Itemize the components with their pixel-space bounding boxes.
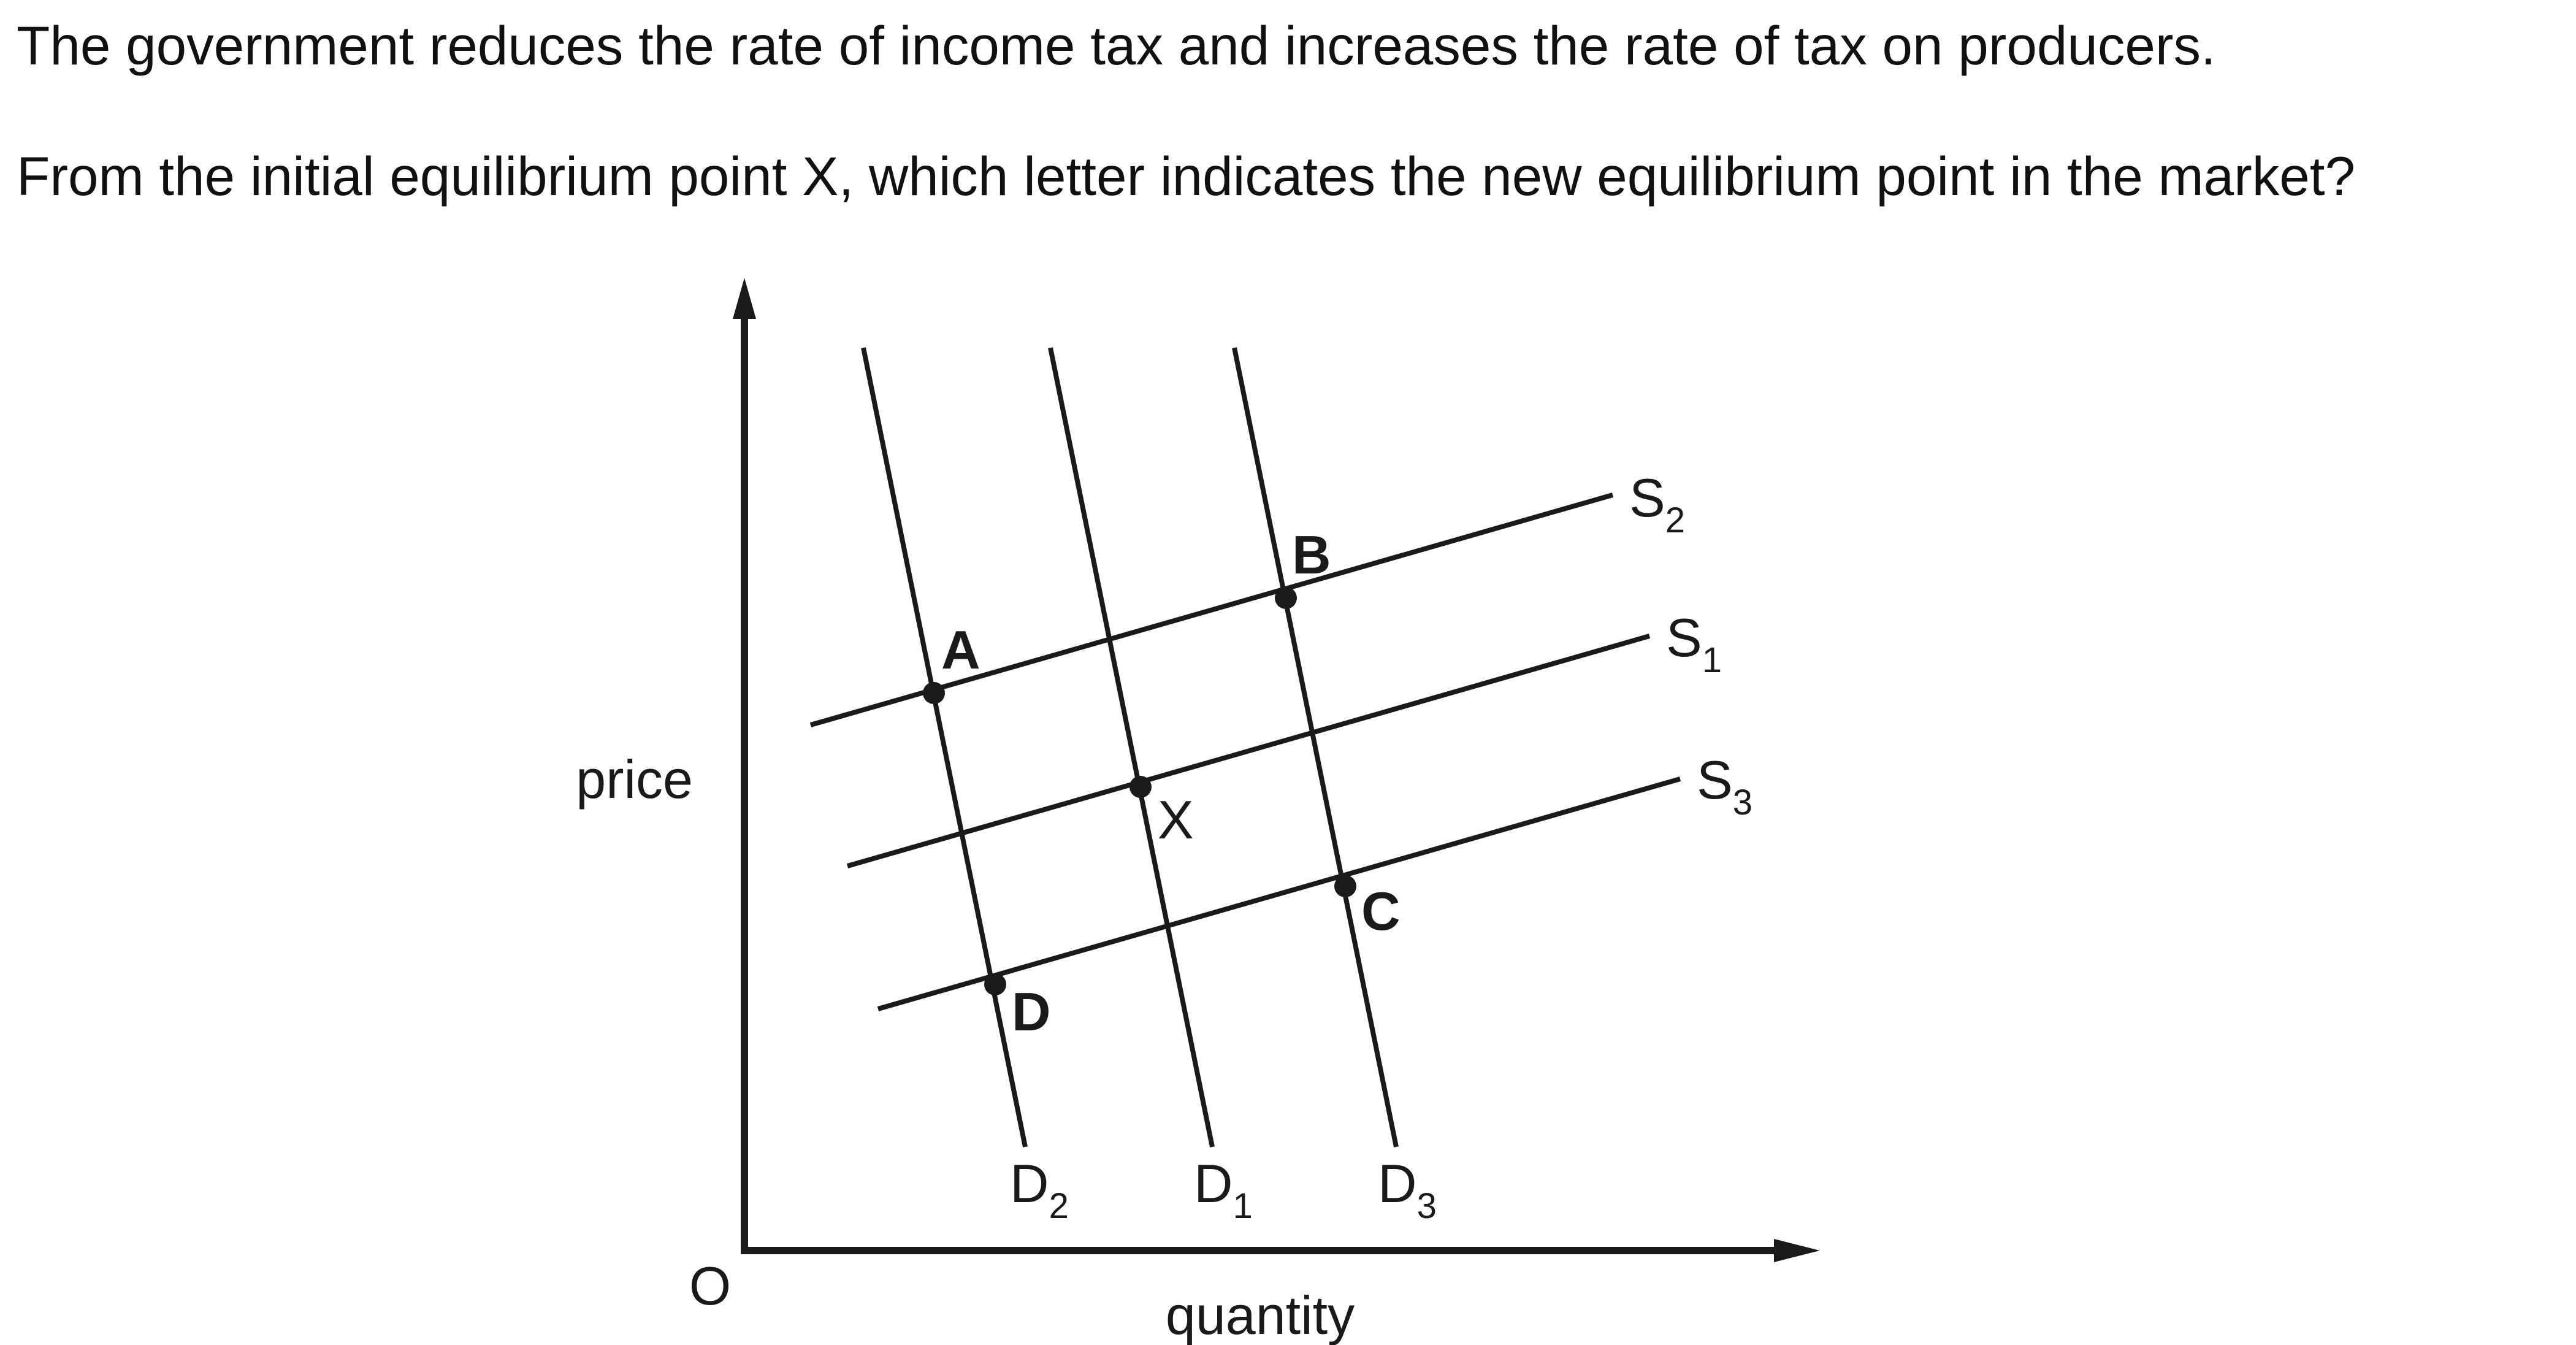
demand-curve-d1: [1048, 347, 1215, 1148]
label-s3: S3: [1697, 749, 1752, 822]
demand-curve-d3: [1232, 347, 1399, 1148]
point-x-label: X: [1158, 789, 1194, 850]
point-b-label: B: [1292, 524, 1331, 585]
price-axis-arrowhead: [733, 278, 756, 319]
label-s2: S2: [1629, 467, 1685, 540]
supply-curve-s1: [846, 634, 1651, 868]
origin-label: O: [689, 1255, 731, 1316]
question-line-1: The government reduces the rate of incom…: [17, 15, 2216, 76]
label-d1-letter: D: [1194, 1153, 1233, 1214]
label-d3-subscript: 3: [1417, 1186, 1437, 1226]
point-a-label: A: [941, 619, 980, 680]
label-s1: S1: [1666, 607, 1722, 680]
label-s1-subscript: 1: [1702, 640, 1722, 680]
point-d-label: D: [1012, 981, 1051, 1042]
label-d3-letter: D: [1378, 1153, 1417, 1214]
label-s2-subscript: 2: [1665, 500, 1685, 540]
point-b-dot: [1275, 587, 1297, 609]
quantity-axis-arrowhead: [1774, 1239, 1820, 1262]
label-d1: D1: [1194, 1153, 1253, 1226]
label-s3-letter: S: [1697, 749, 1733, 810]
x-axis-label: quantity: [1166, 1285, 1355, 1345]
point-d-dot: [984, 973, 1006, 995]
label-d2-subscript: 2: [1049, 1186, 1069, 1226]
supply-curve-s3: [877, 776, 1681, 1011]
label-s3-subscript: 3: [1733, 783, 1752, 822]
question-line-2: From the initial equilibrium point X, wh…: [17, 145, 2356, 207]
point-x-dot: [1129, 776, 1152, 798]
point-c-label: C: [1361, 881, 1401, 941]
label-s2-letter: S: [1629, 467, 1665, 528]
label-d2: D2: [1010, 1153, 1069, 1226]
supply-curve-s2: [809, 492, 1614, 727]
point-c-dot: [1334, 875, 1356, 897]
y-axis-label: price: [576, 749, 693, 810]
demand-curve-d2: [861, 347, 1028, 1148]
label-d3: D3: [1378, 1153, 1437, 1226]
label-s1-letter: S: [1666, 607, 1702, 668]
label-d2-letter: D: [1010, 1153, 1049, 1214]
point-a-dot: [923, 682, 945, 704]
label-d1-subscript: 1: [1233, 1186, 1253, 1226]
